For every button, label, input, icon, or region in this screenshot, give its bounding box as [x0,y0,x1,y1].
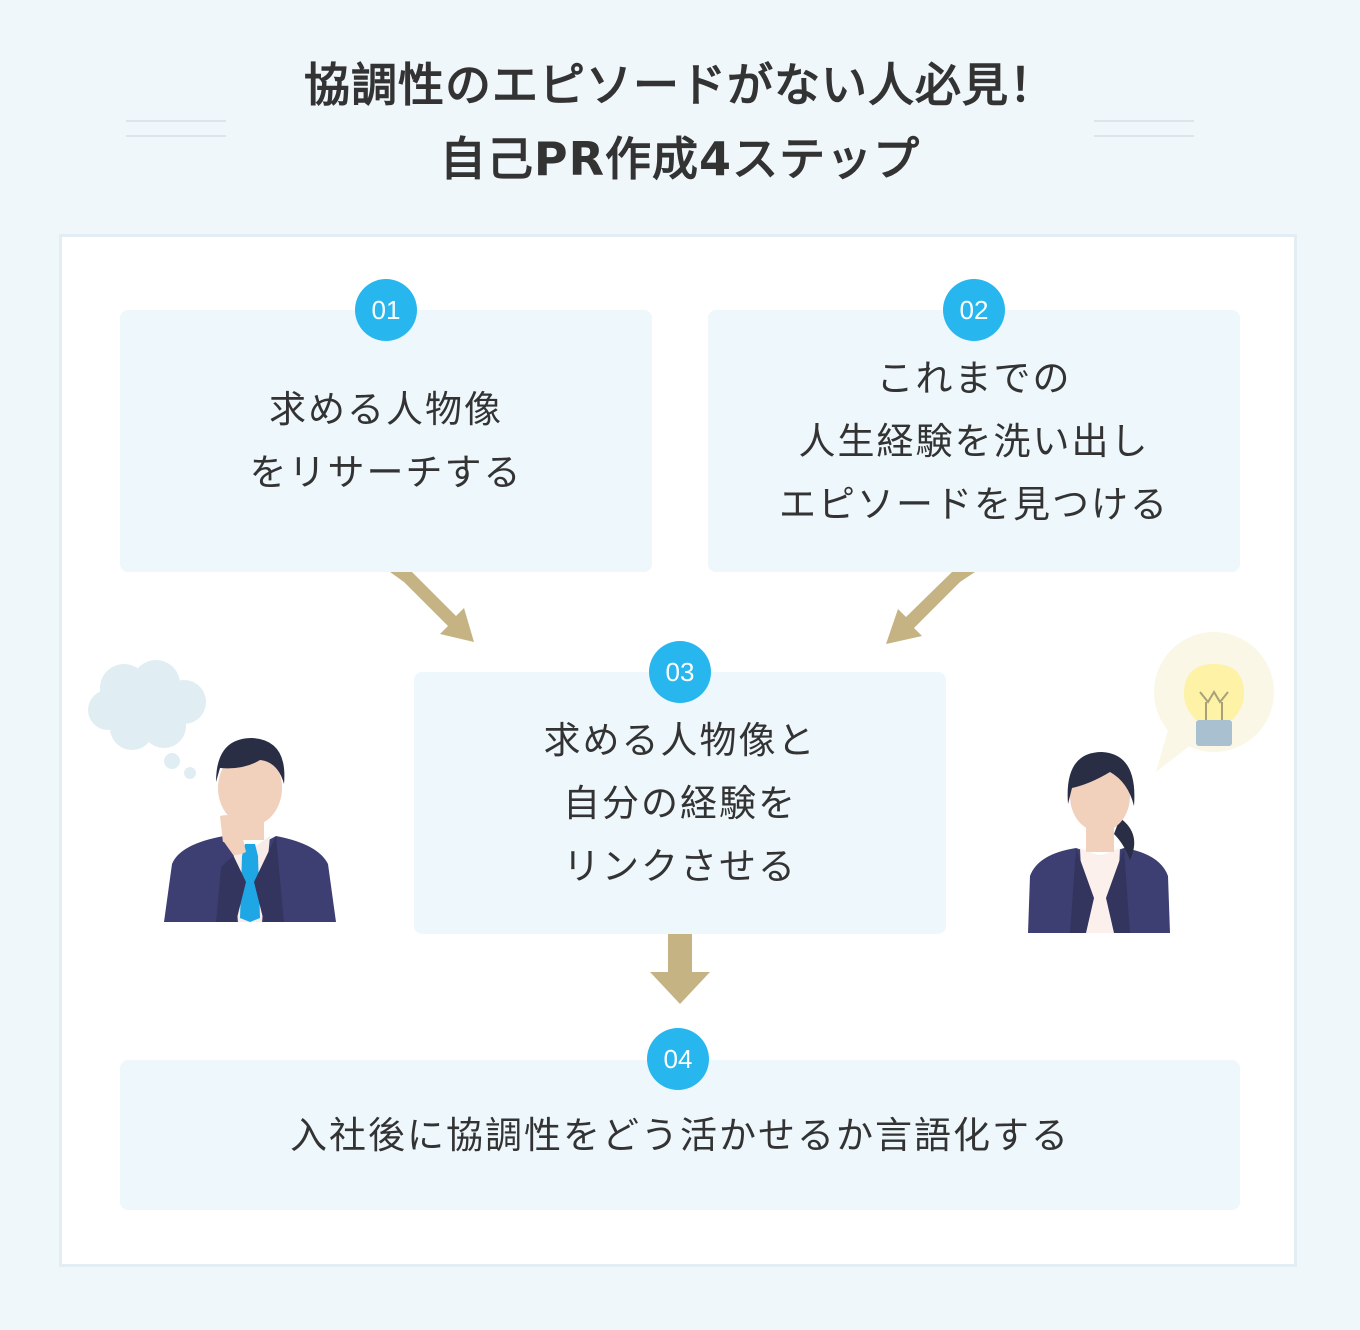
woman-icon [1028,752,1170,933]
title-line-1: 協調性のエピソードがない人必見！ [304,58,1056,112]
thought-cloud-icon [88,660,206,779]
title-divider-left-bottom [126,135,226,137]
step-2-line-1: これまでの [876,356,1072,400]
step-3-line-2: 自分の経験を [563,781,797,825]
step-3-line-1: 求める人物像と [543,718,817,762]
step-2-box: これまでの 人生経験を洗い出し エピソードを見つける [708,310,1240,572]
step-1-line-1: 求める人物像 [269,388,503,431]
step-1-line-2: をリサーチする [249,451,523,494]
arrow-step2-to-step3-icon [886,572,975,644]
lightbulb-icon [1154,632,1274,772]
title-line-2: 自己PR作成4ステップ [439,132,921,186]
step-4-line-1: 入社後に協調性をどう活かせるか言語化する [290,1113,1070,1157]
step-2-line-3: エピソードを見つける [779,482,1169,526]
step-4-badge: 04 [647,1028,709,1090]
title-divider-right-bottom [1094,135,1194,137]
title-divider-left-top [126,120,226,122]
title-divider-right-top [1094,120,1194,122]
arrow-step1-to-step3-icon [390,572,474,642]
step-3-box: 求める人物像と 自分の経験を リンクさせる [414,672,946,934]
step-3-badge: 03 [649,641,711,703]
arrow-step3-to-step4-icon [650,934,710,1004]
step-2-badge: 02 [943,279,1005,341]
step-3-line-3: リンクさせる [563,844,797,888]
step-1-badge: 01 [355,279,417,341]
thinking-man-icon [164,738,336,922]
step-2-line-2: 人生経験を洗い出し [798,419,1150,463]
page-title: 協調性のエピソードがない人必見！ 自己PR作成4ステップ [0,48,1360,196]
step-1-box: 求める人物像 をリサーチする [120,310,652,572]
